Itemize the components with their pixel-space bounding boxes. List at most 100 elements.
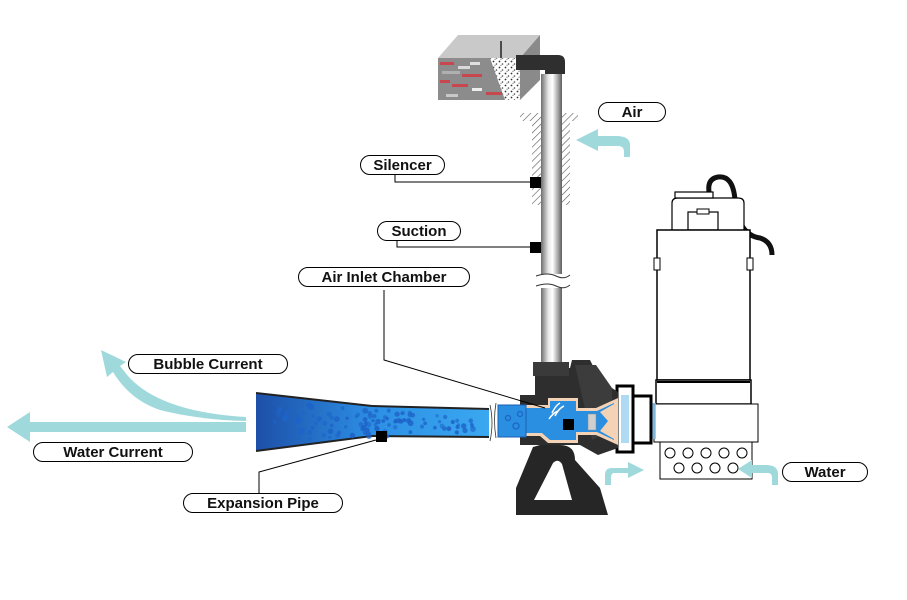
bubble [392, 425, 398, 430]
label-water-current: Water Current [33, 442, 193, 462]
bubble [420, 424, 424, 429]
bubble [300, 427, 305, 433]
label-water: Water [782, 462, 868, 482]
bubble [386, 408, 391, 413]
bubble [316, 416, 322, 422]
suction-marker [530, 242, 541, 253]
bubble [329, 423, 334, 428]
bubble [373, 422, 378, 427]
wall-block [438, 35, 540, 100]
bubble [327, 428, 334, 435]
pump-motor-body [656, 229, 751, 381]
bubble [374, 408, 379, 413]
bubble [398, 419, 404, 424]
label-air: Air [598, 102, 666, 122]
bubbles [272, 402, 476, 442]
wall-gravel-section [490, 58, 520, 100]
bubble [443, 414, 448, 420]
bubble-current-arrow [101, 350, 246, 421]
bubble [341, 406, 345, 410]
bubble [276, 410, 280, 415]
air-inflow-arrow [576, 129, 630, 157]
bubble [362, 417, 368, 422]
bubble [362, 407, 369, 414]
bubble [394, 411, 400, 417]
bubble [367, 413, 373, 419]
air-inlet-chamber-interior [524, 398, 618, 445]
bubble [406, 418, 412, 424]
bubble [360, 426, 366, 432]
water-current-arrow [7, 412, 246, 442]
expansion-leader [258, 439, 377, 493]
bubble [450, 419, 455, 425]
bubble [365, 421, 372, 428]
label-air-inlet-chamber: Air Inlet Chamber [298, 267, 470, 287]
bubble [333, 416, 340, 422]
bubble [321, 433, 327, 438]
expansion-pipe-marker [376, 431, 387, 442]
pipe-elbow [516, 55, 565, 74]
bubble [446, 426, 452, 432]
bubble [289, 434, 293, 438]
chamber-marker [563, 419, 574, 430]
bubble [326, 411, 332, 417]
bubble [349, 432, 356, 439]
bubble [293, 418, 299, 424]
nozzle-cone [600, 404, 614, 439]
bubble [408, 430, 413, 435]
bubble [468, 418, 473, 423]
expansion-pipe [255, 392, 493, 452]
label-suction: Suction [377, 221, 461, 241]
submersible-pump [653, 174, 775, 480]
bubble [307, 437, 313, 442]
bubble [314, 421, 318, 426]
discharge-flow-arrow [605, 462, 644, 485]
bubble [423, 421, 427, 426]
discharge-flange [615, 384, 653, 454]
bubble [461, 423, 467, 429]
bubble [455, 424, 460, 430]
label-bubble-current: Bubble Current [128, 354, 288, 374]
bubble [354, 414, 359, 419]
pump-volute [653, 403, 759, 443]
bubble [310, 426, 315, 430]
bubble [365, 431, 370, 436]
bubble [272, 419, 278, 424]
bubble [289, 407, 294, 412]
air-swirl-marks [548, 402, 565, 420]
bubble [371, 419, 375, 423]
air-inlet-leader [383, 290, 546, 409]
bubble [422, 417, 426, 421]
casing-stand-window [534, 460, 572, 500]
leader-lines [258, 175, 546, 493]
bubble [383, 415, 388, 420]
label-expansion-pipe: Expansion Pipe [183, 493, 343, 513]
bubble [329, 415, 334, 420]
bubble [455, 418, 459, 423]
label-silencer: Silencer [360, 155, 445, 175]
vertical-pipe-lower [541, 288, 562, 368]
bubble [277, 406, 283, 412]
bubble [454, 430, 459, 435]
silencer-leader [394, 175, 531, 183]
silencer-marker [530, 177, 541, 188]
bubble [345, 416, 349, 420]
bubble [435, 414, 439, 418]
bubble [306, 402, 313, 409]
casing-pipe-collar [533, 362, 569, 376]
bubble [283, 414, 288, 419]
wall-top-face [438, 35, 540, 58]
bubble [364, 422, 368, 426]
bubble [400, 411, 404, 415]
silencer-sleeve [520, 113, 578, 205]
outlet-pipe [494, 402, 527, 439]
pipe-break-marks [535, 273, 571, 289]
strainer-holes [664, 447, 748, 474]
pump-cable-gland [687, 211, 719, 231]
bubble [322, 420, 328, 426]
suction-leader [396, 240, 531, 248]
bubble [470, 426, 476, 432]
bubble [381, 419, 386, 423]
bubble [407, 412, 413, 418]
